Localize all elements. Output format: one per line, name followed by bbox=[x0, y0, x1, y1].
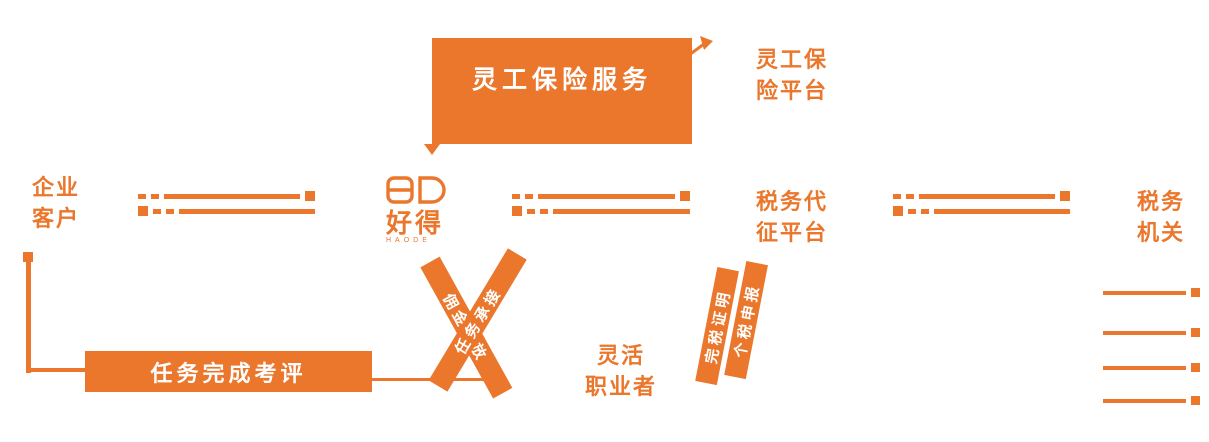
flow-line-platform-taxagent-left bbox=[512, 206, 690, 216]
square-endpoint-icon bbox=[680, 191, 690, 201]
tax-agent-line1: 税务代 bbox=[755, 189, 828, 214]
task-eval-box: 任务完成考评 bbox=[85, 351, 372, 392]
brand-logo: 好得 HAODE bbox=[386, 176, 458, 244]
line-dash bbox=[138, 193, 146, 199]
enterprise-client-line1: 企业 bbox=[31, 175, 80, 200]
enterprise-client-label: 企业 客户 bbox=[26, 172, 86, 234]
line-bar bbox=[179, 208, 315, 214]
line-bar bbox=[1103, 330, 1186, 335]
enterprise-client-line2: 客户 bbox=[31, 206, 80, 231]
tax-agent-line2: 征平台 bbox=[755, 220, 828, 245]
flexible-worker-line1: 灵活 bbox=[596, 343, 645, 368]
flow-line-client-platform-right bbox=[138, 191, 315, 201]
client-eval-connector bbox=[26, 368, 86, 372]
flexible-worker-line2: 职业者 bbox=[584, 374, 657, 399]
square-endpoint-icon bbox=[138, 206, 148, 216]
line-dash bbox=[153, 208, 161, 214]
legend-line-2 bbox=[1103, 328, 1200, 337]
square-endpoint-icon bbox=[23, 252, 33, 262]
line-bar bbox=[538, 193, 675, 199]
insurance-platform-line1: 灵工保 bbox=[755, 47, 828, 72]
square-endpoint-icon bbox=[1191, 328, 1200, 337]
line-bar-dashed bbox=[1103, 398, 1186, 403]
line-dash bbox=[540, 208, 548, 214]
line-dash bbox=[921, 208, 929, 214]
square-endpoint-icon bbox=[1191, 288, 1200, 297]
flexible-worker-label: 灵活 职业者 bbox=[583, 340, 659, 402]
arrow-up-right-icon bbox=[684, 36, 713, 60]
line-dash bbox=[166, 208, 174, 214]
flow-line-taxagent-authority-right bbox=[893, 191, 1070, 201]
line-dash bbox=[527, 208, 535, 214]
square-endpoint-icon bbox=[1191, 396, 1200, 405]
line-bar bbox=[553, 208, 690, 214]
triangle-down-icon bbox=[424, 144, 440, 155]
flow-line-taxagent-authority-left bbox=[893, 206, 1070, 216]
insurance-service-box: 灵工保险服务 bbox=[432, 38, 692, 144]
legend-line-1 bbox=[1103, 288, 1200, 297]
line-dash bbox=[893, 193, 901, 199]
tax-authority-line1: 税务 bbox=[1136, 189, 1185, 214]
legend-line-4 bbox=[1103, 396, 1200, 405]
brand-caption: HAODE bbox=[386, 237, 431, 244]
line-dash bbox=[525, 193, 533, 199]
square-endpoint-icon bbox=[1191, 363, 1200, 372]
brand-logo-icon bbox=[386, 176, 446, 204]
line-bar bbox=[164, 193, 300, 199]
square-endpoint-icon bbox=[893, 206, 903, 216]
brand-name: 好得 bbox=[386, 208, 445, 238]
square-endpoint-icon bbox=[1060, 191, 1070, 201]
legend-line-3 bbox=[1103, 363, 1200, 372]
flow-line-platform-taxagent-right bbox=[512, 191, 690, 201]
line-dash bbox=[151, 193, 159, 199]
flow-line-client-platform-left bbox=[138, 206, 315, 216]
square-endpoint-icon bbox=[512, 206, 522, 216]
task-eval-label: 任务完成考评 bbox=[150, 360, 307, 386]
line-dash bbox=[906, 193, 914, 199]
client-down-line bbox=[26, 260, 31, 373]
insurance-platform-line2: 险平台 bbox=[755, 78, 828, 103]
insurance-platform-label: 灵工保 险平台 bbox=[750, 44, 834, 106]
square-endpoint-icon bbox=[305, 191, 315, 201]
insurance-service-label: 灵工保险服务 bbox=[471, 66, 652, 94]
line-bar bbox=[1103, 365, 1186, 370]
line-bar-dashed bbox=[1103, 290, 1186, 295]
tax-authority-label: 税务 机关 bbox=[1131, 186, 1191, 248]
line-bar bbox=[919, 193, 1055, 199]
line-dash bbox=[512, 193, 520, 199]
tax-agent-label: 税务代 征平台 bbox=[750, 186, 834, 248]
line-dash bbox=[908, 208, 916, 214]
tax-authority-line2: 机关 bbox=[1136, 220, 1185, 245]
line-bar bbox=[934, 208, 1070, 214]
